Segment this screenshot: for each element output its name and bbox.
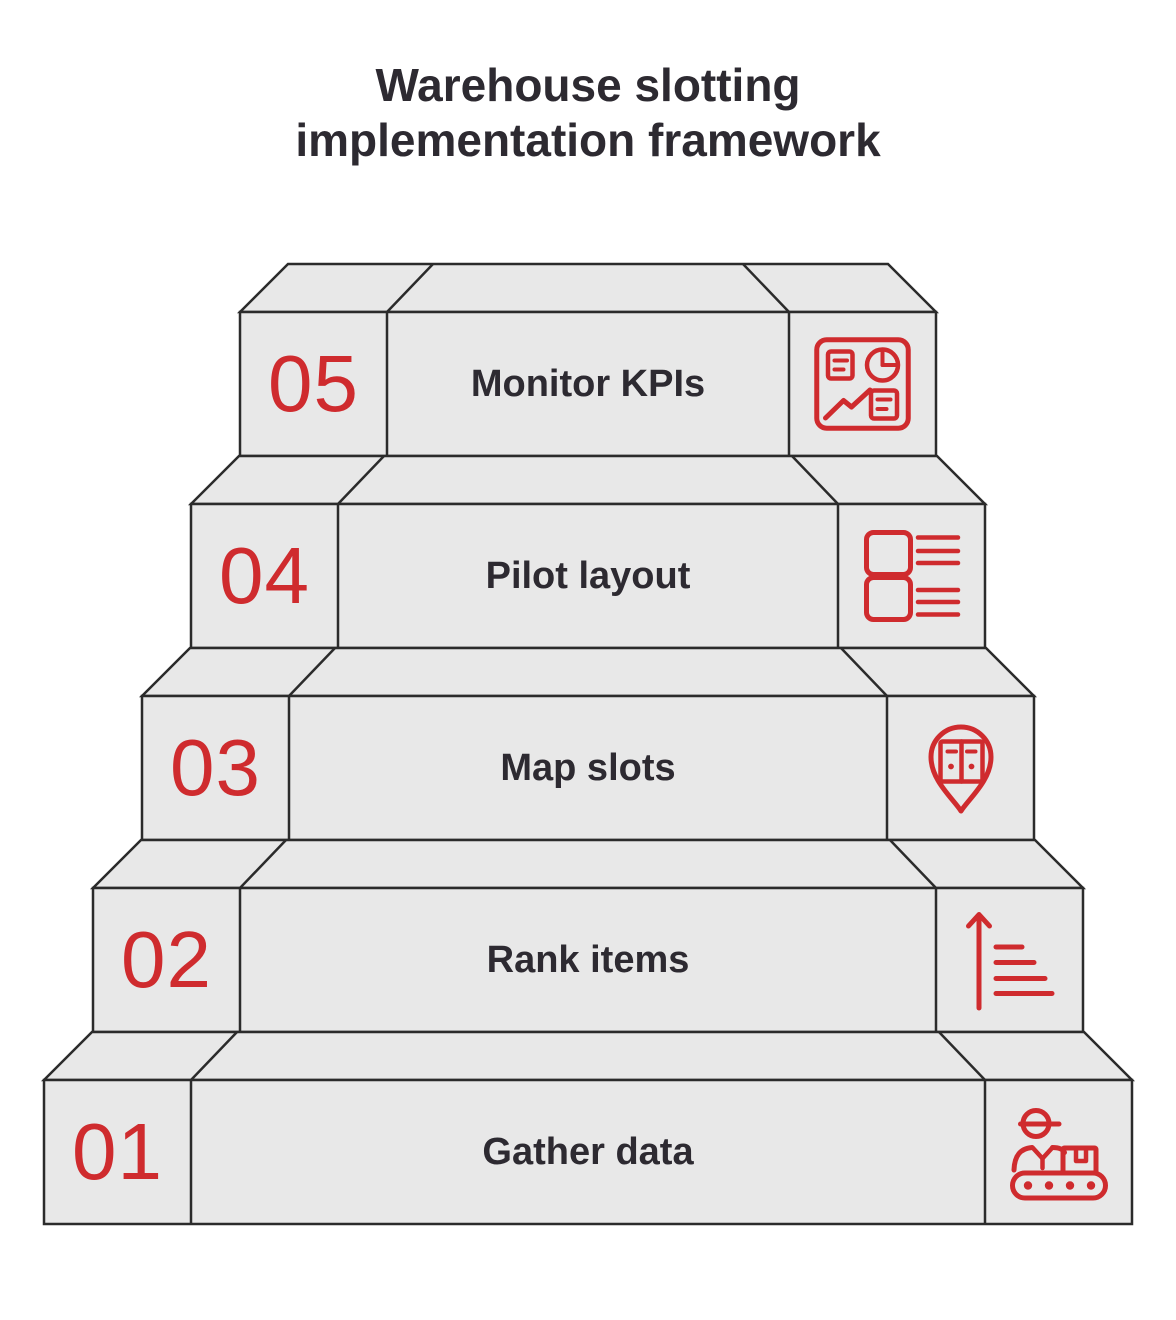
step-01: 01 Gather data (40, 1030, 1136, 1226)
step-number: 05 (268, 339, 359, 428)
step-03: 03 Map slots (138, 646, 1038, 842)
layout-list-icon (838, 504, 985, 648)
worker-conveyor-icon (985, 1080, 1132, 1224)
step-label: Map slots (500, 746, 676, 789)
step-number: 01 (72, 1107, 163, 1196)
kpi-dashboard-icon (789, 312, 936, 456)
step-3d-shape (138, 646, 1038, 842)
step-number: 04 (219, 531, 310, 620)
location-pin-slots-icon (887, 696, 1034, 840)
step-number: 02 (121, 915, 212, 1004)
page-title-line-2: implementation framework (295, 114, 881, 166)
step-3d-shape (40, 1030, 1136, 1226)
page-title-line-1: Warehouse slotting (375, 59, 801, 111)
step-label: Pilot layout (485, 554, 691, 597)
step-02: 02 Rank items (89, 838, 1087, 1034)
step-number: 03 (170, 723, 261, 812)
step-3d-shape (236, 262, 940, 458)
page-title: Warehouse slotting implementation framew… (0, 58, 1176, 168)
step-05: 05 Monitor KPIs (236, 262, 940, 458)
step-04: 04 Pilot layout (187, 454, 989, 650)
step-label: Rank items (486, 938, 690, 981)
step-3d-shape (187, 454, 989, 650)
ranking-arrow-icon (936, 888, 1083, 1032)
step-3d-shape (89, 838, 1087, 1034)
step-label: Monitor KPIs (470, 362, 706, 405)
step-label: Gather data (482, 1130, 694, 1173)
